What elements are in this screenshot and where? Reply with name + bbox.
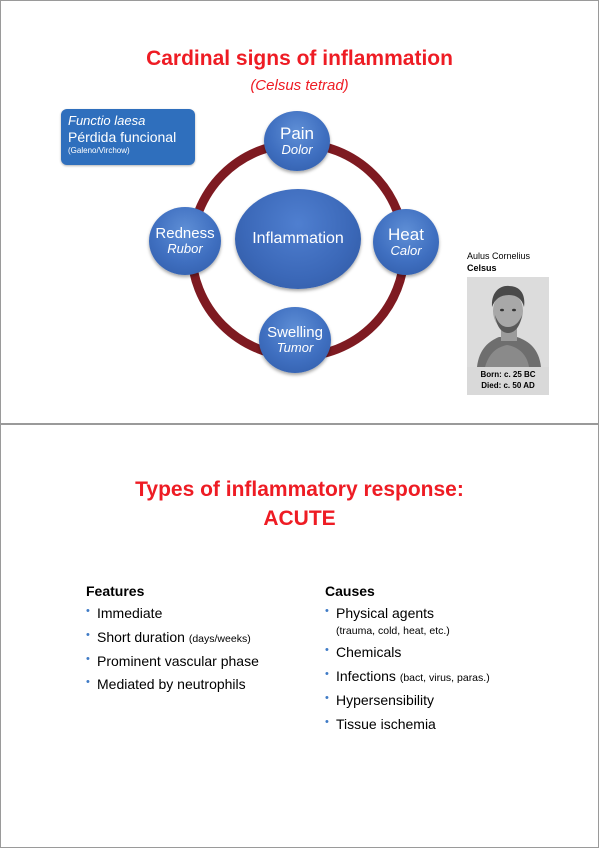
list-item-text: Physical agents — [336, 605, 435, 621]
list-item: • Tissue ischemia — [325, 716, 490, 733]
list-item: • Short duration (days/weeks) — [86, 629, 259, 646]
node-pain-label: Pain — [279, 123, 315, 143]
list-item: • Hypersensibility — [325, 692, 490, 709]
list-item-text: Mediated by neutrophils — [97, 676, 246, 693]
list-item: • Chemicals — [325, 644, 490, 661]
list-item-text: Short duration — [97, 628, 185, 645]
bullet-icon: • — [325, 668, 329, 681]
celsus-died: Died: c. 50 AD — [481, 380, 535, 390]
node-redness-latin: Rubor — [167, 241, 203, 257]
list-item-note: (trauma, cold, heat, etc.) — [336, 624, 450, 637]
slide-subtitle: (Celsus tetrad) — [250, 77, 349, 94]
bullet-icon: • — [86, 605, 90, 617]
node-swelling: Swelling Tumor — [259, 307, 331, 373]
list-item-text: Immediate — [97, 605, 163, 621]
functio-latin: Functio laesa — [68, 113, 146, 128]
slide-title-line1: Types of inflammatory response: — [135, 478, 464, 501]
bullet-icon: • — [86, 676, 90, 689]
features-heading: Features — [86, 583, 145, 599]
node-inflammation-label: Inflammation — [252, 229, 344, 247]
list-item-note: (bact, virus, paras.) — [399, 672, 490, 685]
celsus-portrait — [467, 277, 549, 367]
celsus-caption: Aulus Cornelius Celsus — [467, 250, 530, 274]
slide-acute-response: Types of inflammatory response: ACUTE Fe… — [0, 424, 599, 848]
list-item-text: Chemicals — [336, 644, 402, 661]
node-swelling-label: Swelling — [267, 323, 323, 341]
node-pain-latin: Dolor — [281, 142, 313, 158]
node-heat: Heat Calor — [373, 209, 439, 275]
list-item-text: Infections — [336, 668, 396, 685]
bullet-icon: • — [325, 605, 329, 617]
features-column: Features • Immediate • Short duration (day… — [86, 583, 259, 700]
list-item: • Infections (bact, virus, paras.) — [325, 668, 490, 685]
list-item: • Prominent vascular phase — [86, 653, 259, 670]
bullet-icon: • — [86, 628, 90, 641]
celsus-name-line1: Aulus Cornelius — [467, 251, 531, 261]
node-pain: Pain Dolor — [264, 111, 330, 171]
bullet-icon: • — [325, 691, 329, 704]
node-swelling-latin: Tumor — [276, 340, 314, 356]
causes-column: Causes • Physical agents (trauma, cold, he… — [325, 583, 490, 740]
node-heat-label: Heat — [388, 224, 424, 244]
node-redness-label: Redness — [155, 224, 215, 242]
bullet-icon: • — [325, 715, 329, 728]
list-item-text: Prominent vascular phase — [97, 652, 259, 669]
slide-title: Types of inflammatory response: ACUTE — [1, 475, 598, 534]
list-item-text: Hypersensibility — [336, 691, 435, 708]
functio-laesa-box: Functio laesa Pérdida funcional (Galeno/… — [61, 109, 195, 165]
functio-spanish: Pérdida funcional — [68, 129, 177, 145]
slide-cardinal-signs: Cardinal signs of inflammation (Celsus t… — [0, 0, 599, 424]
list-item-note: (days/weeks) — [188, 632, 251, 645]
list-item: • Mediated by neutrophils — [86, 676, 259, 693]
causes-list: • Physical agents (trauma, cold, heat, etc… — [325, 605, 490, 733]
slide-title-line2: ACUTE — [263, 507, 336, 531]
list-item: • Immediate — [86, 605, 259, 622]
node-inflammation: Inflammation — [235, 189, 361, 289]
slide-title: Cardinal signs of inflammation — [146, 47, 453, 70]
celsus-dates: Born: c. 25 BC Died: c. 50 AD — [467, 367, 549, 395]
causes-heading: Causes — [325, 583, 375, 599]
list-item: • Physical agents (trauma, cold, heat, etc… — [325, 605, 490, 637]
functio-attribution: (Galeno/Virchow) — [68, 146, 130, 155]
celsus-born: Born: c. 25 BC — [480, 370, 536, 379]
node-redness: Redness Rubor — [149, 207, 221, 275]
features-list: •Immediate •Short duration (days/weeks) … — [86, 605, 259, 693]
celsus-name-line2: Celsus — [467, 263, 497, 274]
bullet-icon: • — [325, 644, 329, 657]
node-heat-latin: Calor — [390, 243, 422, 259]
list-item-text: Tissue ischemia — [336, 715, 436, 732]
bullet-icon: • — [86, 652, 90, 665]
